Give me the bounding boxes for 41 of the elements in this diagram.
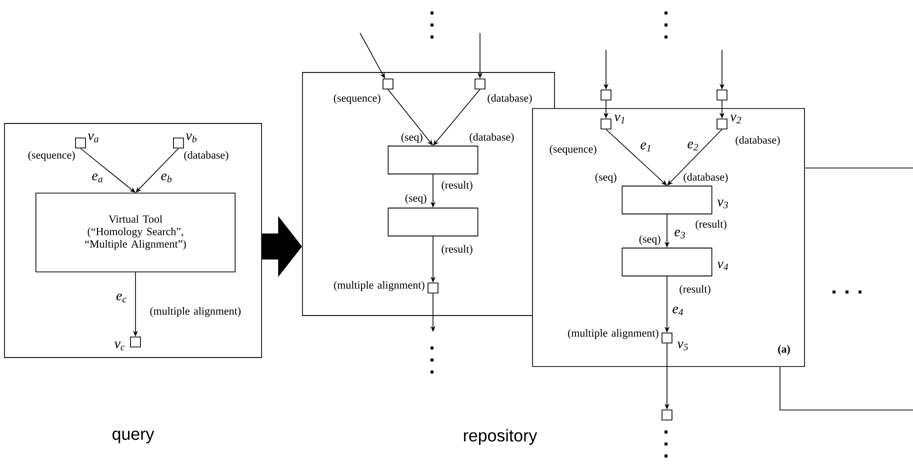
vertex-label: v$_{3}$ <box>717 200 728 208</box>
port-square <box>716 90 728 100</box>
port-label: (database) <box>736 136 780 146</box>
panel-label: (a) <box>778 345 790 355</box>
tool-box: Virtual Tool (“Homology Search”, “Multiple Alignment”) <box>35 192 236 272</box>
port-label: (database) <box>184 151 228 161</box>
port-label: (seq) <box>401 133 422 143</box>
vertex-label: v$_{b}$ <box>186 134 196 142</box>
port-label: (seq) <box>405 194 426 204</box>
edge-label: e$_{b}$ <box>160 173 173 183</box>
vertex-label: v$_{1}$ <box>614 114 624 124</box>
port-label: (result) <box>680 285 710 295</box>
vertex-label: v$_{5}$ <box>677 342 688 350</box>
edge-label: e$_{a}$ <box>91 173 104 183</box>
vertex-label: v$_{a}$ <box>88 134 98 142</box>
vertex-label: v$_{c}$ <box>114 342 125 350</box>
port-label: (seq) <box>595 173 616 183</box>
port-label: (sequence) <box>334 94 380 104</box>
port-label: (database) <box>488 94 532 104</box>
port-label: (seq) <box>639 235 660 245</box>
edge-label: e$_{3}$ <box>674 229 686 239</box>
port-label: (sequence) <box>28 151 75 161</box>
panel-caption: query <box>112 430 154 444</box>
edge-label: e$_{2}$ <box>686 141 700 151</box>
edge-label: e$_{c}$ <box>116 293 128 303</box>
port-square <box>600 90 612 100</box>
port-label: (database) <box>684 173 728 183</box>
port-label: (result) <box>696 220 726 230</box>
vertex-label: v$_{4}$ <box>717 262 728 270</box>
port-label: (result) <box>442 245 472 255</box>
edge-label: e$_{1}$ <box>640 142 652 152</box>
port-label: (multiple alignment) <box>568 329 658 339</box>
port-label: (result) <box>442 181 472 191</box>
port-square <box>662 410 672 420</box>
port-label: (multiple alignment) <box>150 307 241 317</box>
port-label: (multiple alignment) <box>334 281 424 291</box>
vertex-label: v$_{2}$ <box>730 114 742 124</box>
port-label: (database) <box>470 133 514 143</box>
panel-caption: repository <box>464 429 538 445</box>
port-label: (sequence) <box>550 145 596 155</box>
edge-label: e$_{4}$ <box>672 306 684 316</box>
